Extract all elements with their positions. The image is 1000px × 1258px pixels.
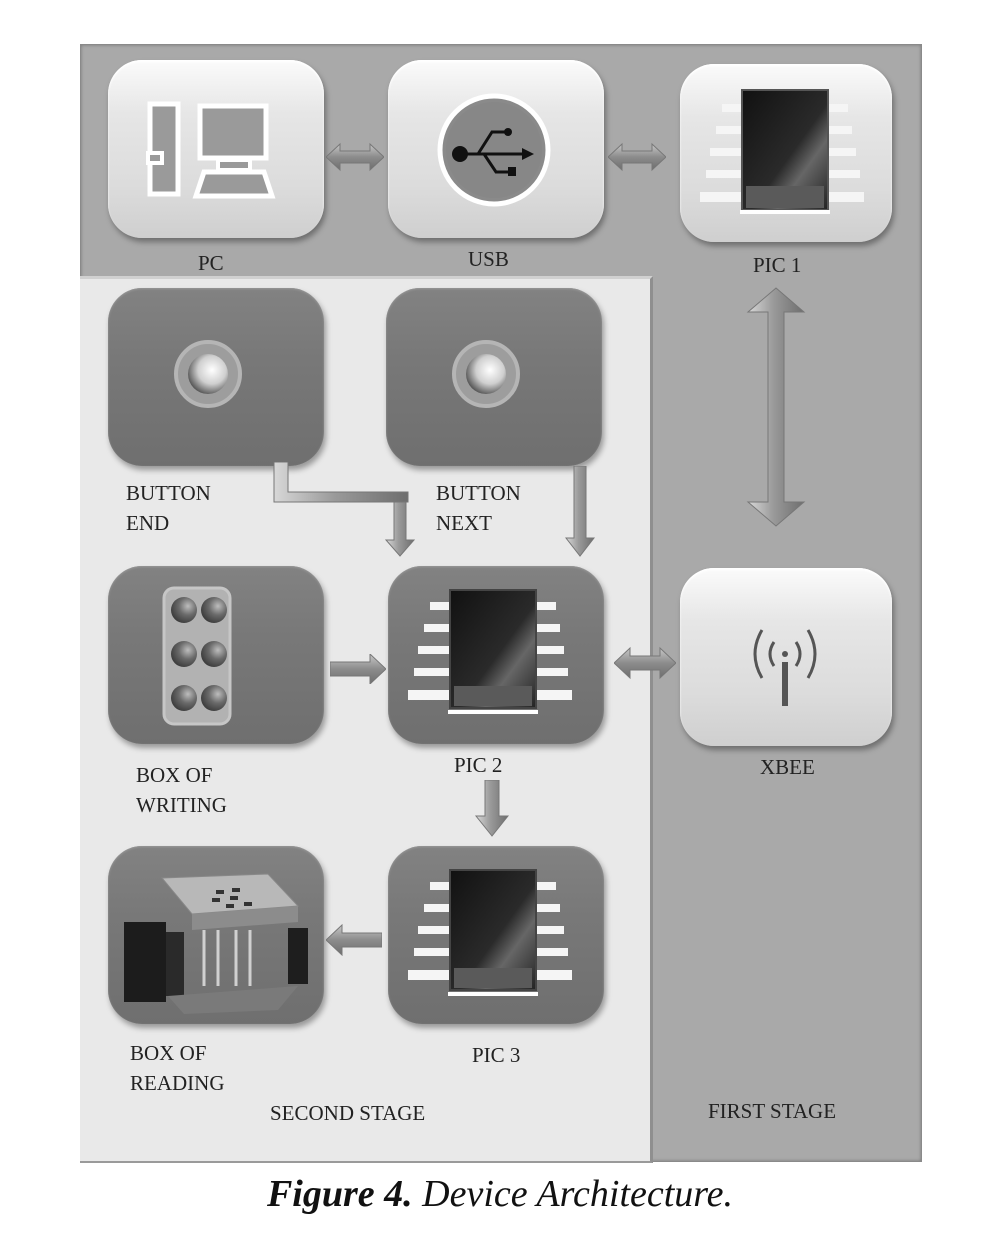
usb-label: USB <box>468 247 509 271</box>
pic1-node[interactable] <box>680 64 892 242</box>
button-next-node[interactable] <box>386 288 602 466</box>
second-stage-label: SECOND STAGE <box>270 1101 426 1125</box>
arrow-button-next-pic2 <box>564 466 596 557</box>
pic3-node[interactable] <box>388 846 604 1024</box>
wireless-antenna-icon <box>753 629 817 706</box>
arrow-pic3-reading <box>326 924 382 956</box>
microchip-icon <box>700 89 864 214</box>
pic2-label: PIC 2 <box>454 753 503 777</box>
push-button-icon <box>452 340 520 408</box>
pic2-node[interactable] <box>388 566 604 744</box>
button-end-node[interactable] <box>108 288 324 466</box>
box-of-reading-node[interactable] <box>108 846 324 1024</box>
push-button-icon <box>174 340 242 408</box>
button-next-label: BUTTON NEXT <box>436 481 521 535</box>
first-stage-label: FIRST STAGE <box>708 1099 837 1123</box>
pic3-label: PIC 3 <box>472 1043 521 1067</box>
braille-reader-device-icon <box>124 873 308 1014</box>
figure-caption: Figure 4. Device Architecture. <box>0 1172 1000 1216</box>
usb-node[interactable] <box>388 60 604 238</box>
arrow-pic2-pic3 <box>474 780 510 837</box>
figure-number: Figure 4. <box>266 1173 413 1215</box>
arrow-pc-usb <box>326 142 384 172</box>
button-end-label: BUTTON END <box>126 481 211 535</box>
usb-icon <box>437 93 551 207</box>
pic1-label: PIC 1 <box>753 253 802 277</box>
pc-node[interactable] <box>108 60 324 238</box>
microchip-icon <box>408 869 572 996</box>
microchip-icon <box>408 589 572 714</box>
arrow-button-end-pic2 <box>273 462 416 557</box>
computer-icon <box>146 101 276 199</box>
xbee-label: XBEE <box>760 755 815 779</box>
box-of-writing-label: BOX OF WRITING <box>136 763 227 817</box>
arrow-pic2-xbee <box>614 646 676 680</box>
braille-keypad-icon <box>162 586 232 726</box>
box-of-reading-label: BOX OF READING <box>130 1041 225 1095</box>
arrow-usb-pic1 <box>608 142 666 172</box>
pc-label: PC <box>198 251 224 275</box>
arrow-writing-pic2 <box>330 654 386 684</box>
xbee-node[interactable] <box>680 568 892 746</box>
figure-title: Device Architecture. <box>412 1173 734 1215</box>
box-of-writing-node[interactable] <box>108 566 324 744</box>
arrow-pic1-xbee <box>746 287 806 527</box>
